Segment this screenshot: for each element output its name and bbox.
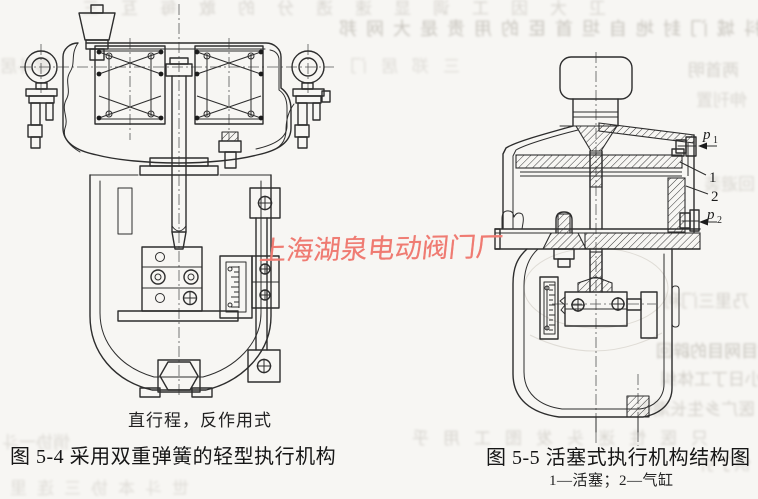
yoke-frame bbox=[512, 248, 680, 433]
part2-number: 2 bbox=[711, 189, 719, 205]
travel-scale bbox=[219, 255, 253, 319]
spring-assembly-right bbox=[194, 45, 264, 125]
piston bbox=[515, 148, 685, 177]
bleedthrough-text: 抖城门封地自坦首臣的用贵是大网邦 bbox=[330, 19, 758, 39]
side-bracket bbox=[247, 187, 281, 383]
bleedthrough-text: 世斗本协三连里 bbox=[0, 479, 189, 498]
label-p1: p 1 bbox=[698, 127, 718, 150]
yoke-frame bbox=[89, 174, 272, 391]
centerlines bbox=[20, 4, 334, 398]
figure-5-5-drawing: p 1 1 2 p 2 bbox=[494, 52, 722, 446]
p1-subscript: 1 bbox=[713, 135, 718, 146]
p2-port bbox=[679, 209, 700, 232]
part1-leader bbox=[679, 161, 707, 176]
p1-symbol: p bbox=[702, 127, 711, 143]
eye-bolt-right bbox=[291, 50, 331, 149]
label-part1: 1 bbox=[679, 161, 717, 186]
figure-5-4-note: 直行程，反作用式 bbox=[128, 411, 272, 430]
watermark-stamp: 上海湖泉电动阀门厂 bbox=[257, 231, 505, 267]
bell-housing bbox=[501, 125, 579, 230]
part2-leader bbox=[685, 185, 709, 195]
housing-flange bbox=[139, 131, 242, 176]
bleedthrough-text: 三郑居门 bbox=[336, 57, 460, 76]
label-p2: p 2 bbox=[699, 207, 722, 226]
bottom-hex-nut bbox=[139, 359, 213, 398]
eye-bolt-left bbox=[24, 50, 58, 149]
stem-connector-block bbox=[559, 248, 658, 339]
part1-number: 1 bbox=[709, 170, 717, 186]
figure-5-4-caption: 图 5-4 采用双重弹簧的轻型执行机构 bbox=[10, 446, 337, 468]
cylinder-wall bbox=[667, 177, 686, 233]
figure-5-4-drawing bbox=[20, 4, 334, 398]
label-part2: 2 bbox=[685, 185, 719, 205]
p2-symbol: p bbox=[706, 207, 715, 223]
p1-port bbox=[675, 136, 697, 157]
figure-5-5-legend: 1—活塞；2—气缸 bbox=[549, 473, 674, 489]
stem-connector-block bbox=[117, 246, 239, 322]
figure-5-5-caption: 图 5-5 活塞式执行机构结构图 bbox=[486, 447, 751, 469]
travel-scale bbox=[539, 276, 559, 340]
diaphragm-housing bbox=[62, 42, 295, 164]
mounting-flange bbox=[494, 211, 701, 268]
spring-assembly-left bbox=[94, 45, 166, 125]
actuator-stem bbox=[165, 57, 193, 250]
p2-subscript: 2 bbox=[717, 215, 722, 226]
